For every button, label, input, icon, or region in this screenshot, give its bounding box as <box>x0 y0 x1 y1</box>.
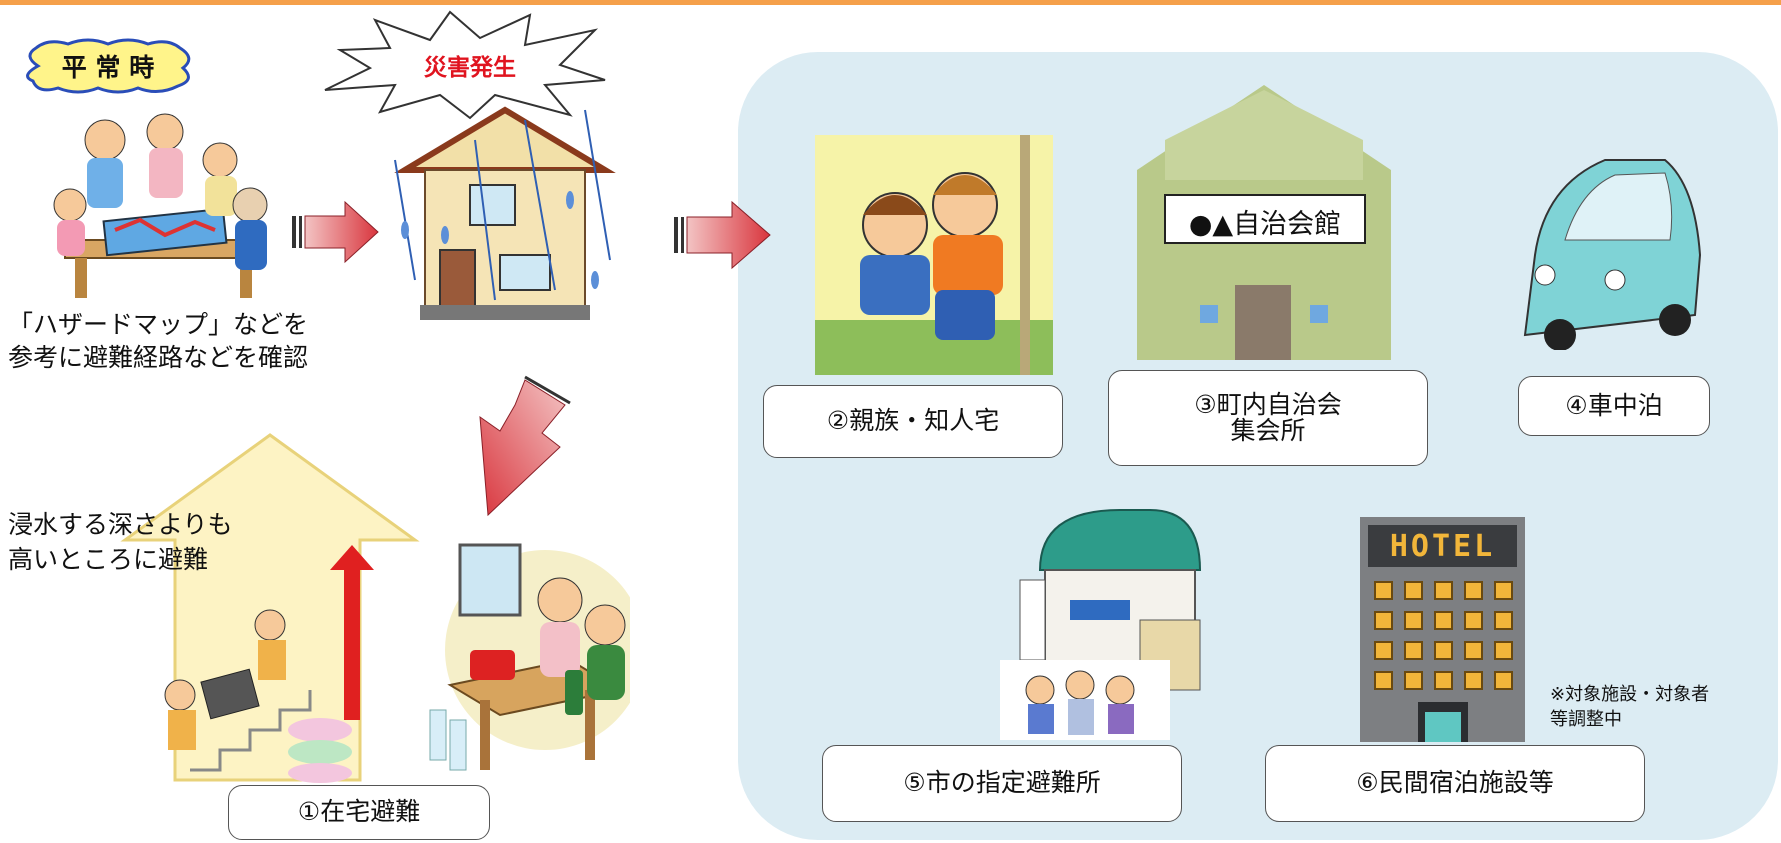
option-city-shelter: ⑤市の指定避難所 <box>822 745 1182 822</box>
hazard-map-caption-line1: 「ハザードマップ」などを <box>8 310 309 339</box>
community-hall-illustration: ●▲自治会館 <box>1125 80 1403 360</box>
hotel-sign-text: HOTEL <box>1389 529 1496 564</box>
disaster-burst-badge: 災害発生 <box>320 10 610 120</box>
option-car-stay: ④車中泊 <box>1518 376 1710 436</box>
vertical-evacuation-caption-line1: 浸水する深さよりも <box>8 510 233 539</box>
hall-sign-text: ●▲自治会館 <box>1188 209 1342 240</box>
normal-time-badge: 平 常 時 <box>18 36 198 96</box>
option-community-hall: ③町内自治会 集会所 <box>1108 370 1428 466</box>
vertical-evacuation-illustration <box>120 430 420 785</box>
family-hazard-map-illustration <box>45 110 275 310</box>
normal-time-label: 平 常 時 <box>61 53 155 82</box>
hotel-illustration: HOTEL <box>1360 517 1525 742</box>
city-shelter-illustration <box>1000 500 1210 740</box>
arrow-right-2 <box>672 200 772 270</box>
option-relatives-house: ②親族・知人宅 <box>763 385 1063 458</box>
arrow-right-1 <box>290 200 380 265</box>
hazard-map-caption-line2: 参考に避難経路などを確認 <box>8 343 309 372</box>
community-hall-label-line2: 集会所 <box>1230 416 1306 445</box>
car-illustration <box>1505 145 1705 351</box>
disaster-label: 災害発生 <box>424 55 516 81</box>
option-private-lodging: ⑥民間宿泊施設等 <box>1265 745 1645 822</box>
option-home-evacuation: ①在宅避難 <box>228 785 490 840</box>
family-at-home-illustration <box>420 530 645 800</box>
house-in-storm-illustration <box>385 100 625 330</box>
top-border <box>0 0 1781 5</box>
vertical-evacuation-caption-line2: 高いところに避難 <box>8 545 209 574</box>
note-line1: ※対象施設・対象者 <box>1550 684 1710 705</box>
arrow-down-left <box>470 375 580 520</box>
note-line2: 等調整中 <box>1550 709 1622 730</box>
community-hall-label-line1: ③町内自治会 <box>1194 389 1342 419</box>
relatives-house-illustration <box>815 135 1053 375</box>
